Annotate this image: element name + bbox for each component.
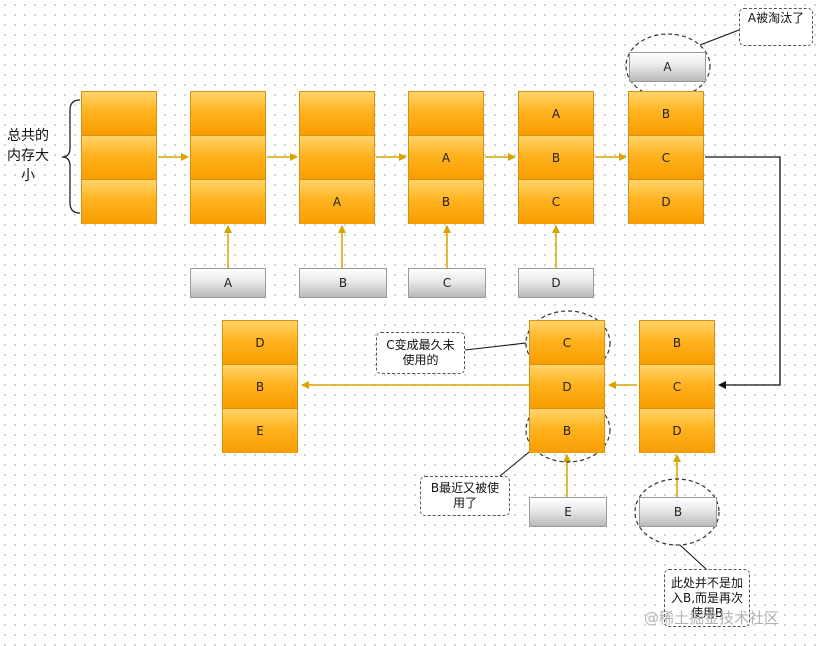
- memory-block-2: [190, 91, 266, 224]
- input-item-a: A: [190, 268, 266, 298]
- memory-slot: B: [629, 92, 703, 136]
- memory-slot: D: [223, 321, 297, 365]
- input-item-b: B: [299, 268, 387, 298]
- memory-block-7: B C D: [639, 320, 715, 453]
- memory-slot: C: [640, 365, 714, 409]
- evicted-callout-text: A被淘汰了: [747, 11, 805, 25]
- memory-block-9: D B E: [222, 320, 298, 453]
- not-added-callout-line: 使用B: [690, 605, 724, 620]
- memory-slot: E: [223, 409, 297, 453]
- reused-callout-line: B最近又被使: [430, 481, 500, 495]
- memory-slot: [191, 180, 265, 224]
- not-added-callout-line: 此处并不是加: [670, 575, 743, 590]
- memory-block-1: [81, 91, 157, 224]
- memory-slot: [409, 92, 483, 136]
- memory-slot: A: [409, 136, 483, 180]
- memory-block-4: A B: [408, 91, 484, 224]
- memory-slot: D: [629, 180, 703, 224]
- memory-slot: [82, 180, 156, 224]
- not-added-callout-line: 入B,而是再次: [670, 590, 744, 605]
- memory-slot: B: [409, 180, 483, 224]
- memory-slot: B: [223, 365, 297, 409]
- pointer-not-added: [679, 544, 707, 570]
- input-item-b-reuse: B: [639, 497, 717, 527]
- evicted-callout: A被淘汰了: [739, 8, 813, 46]
- memory-slot: [82, 136, 156, 180]
- reused-callout-line: 用了: [452, 496, 477, 510]
- evicted-item-a: A: [629, 52, 706, 82]
- memory-slot: C: [629, 136, 703, 180]
- memory-slot: [300, 136, 374, 180]
- memory-slot: B: [519, 136, 593, 180]
- memory-slot: [191, 92, 265, 136]
- memory-slot: [82, 92, 156, 136]
- memory-block-6: B C D: [628, 91, 704, 224]
- memory-slot: B: [640, 321, 714, 365]
- least-recent-callout: C变成最久未 使用的: [376, 332, 465, 374]
- memory-block-8: C D B: [529, 320, 605, 453]
- memory-slot: D: [530, 365, 604, 409]
- watermark: @稀土掘金技术社区: [644, 609, 780, 627]
- least-recent-callout-line: 使用的: [402, 353, 439, 367]
- memory-slot: B: [530, 409, 604, 453]
- memory-size-label-line: 内存大: [7, 148, 49, 164]
- pointer-least-recent: [464, 342, 527, 351]
- input-item-e: E: [529, 497, 607, 527]
- memory-slot: A: [519, 92, 593, 136]
- memory-slot: C: [519, 180, 593, 224]
- memory-slot: [300, 92, 374, 136]
- not-added-callout: 此处并不是加 入B,而是再次 使用B: [664, 569, 750, 627]
- memory-block-3: A: [299, 91, 375, 224]
- least-recent-callout-line: C变成最久未: [386, 338, 455, 352]
- memory-size-brace: [61, 99, 81, 214]
- memory-slot: A: [300, 180, 374, 224]
- memory-size-label: 总共的 内存大 小: [2, 126, 54, 186]
- input-item-c: C: [408, 268, 486, 298]
- reused-callout: B最近又被使 用了: [420, 476, 510, 516]
- pointer-evicted: [699, 29, 740, 46]
- arrow-b6-b7: [705, 156, 781, 389]
- memory-slot: C: [530, 321, 604, 365]
- memory-size-label-line: 总共的: [7, 128, 49, 144]
- memory-block-5: A B C: [518, 91, 594, 224]
- memory-size-label-line: 小: [21, 168, 35, 184]
- memory-slot: [191, 136, 265, 180]
- memory-slot: D: [640, 409, 714, 453]
- input-item-d: D: [518, 268, 594, 298]
